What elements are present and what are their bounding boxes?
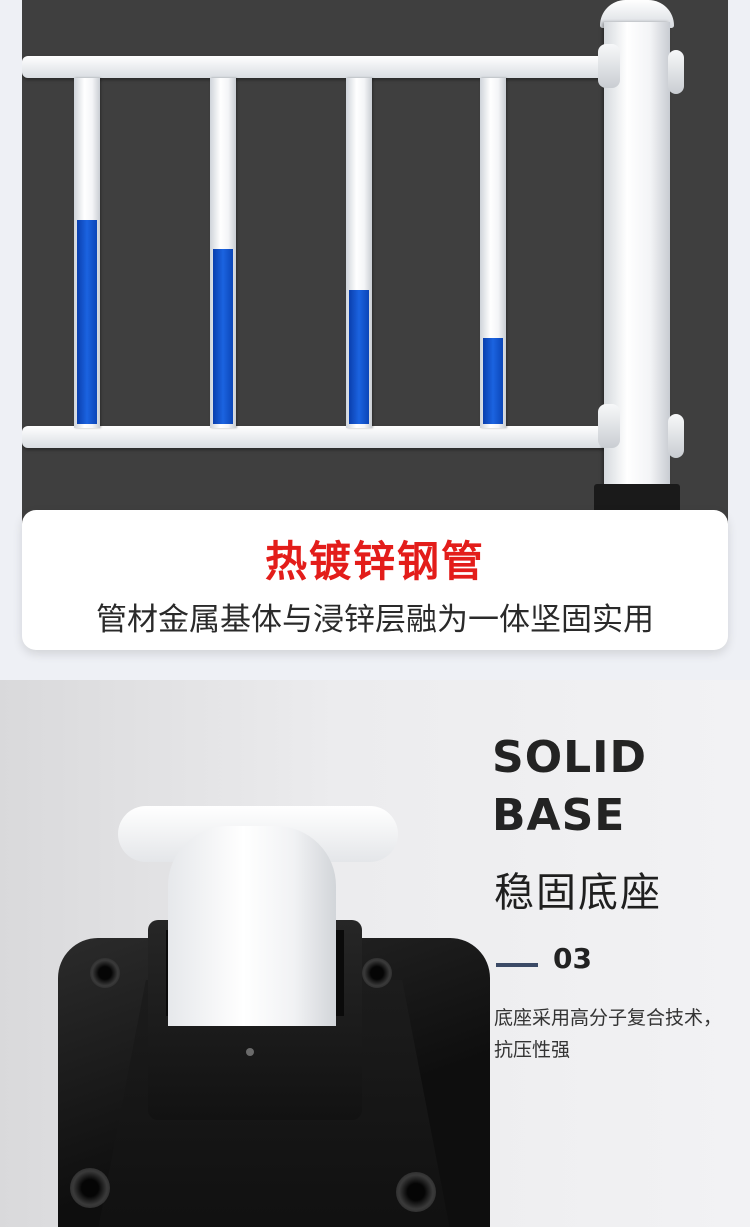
base-title-en-line1: SOLID [492, 732, 648, 783]
post-foot [594, 484, 680, 514]
post-lug [598, 404, 620, 448]
fence-bar [346, 78, 372, 428]
pipe-subtitle: 管材金属基体与浸锌层融为一体坚固实用 [96, 602, 654, 638]
number-divider [496, 963, 538, 967]
bolt-hole [70, 1168, 110, 1208]
base-description: 底座采用高分子复合技术，抗压性强 [494, 1007, 723, 1061]
post-lug [668, 414, 684, 458]
reflective-strip [213, 249, 233, 424]
bolt-hole [396, 1172, 436, 1212]
reflective-strip [349, 290, 369, 424]
socket-hole [246, 1048, 254, 1056]
top-rail [22, 56, 612, 78]
pipe-info-card: 热镀锌钢管 管材金属基体与浸锌层融为一体坚固实用 [22, 510, 728, 650]
pipe-title: 热镀锌钢管 [264, 537, 485, 586]
fence-bar [210, 78, 236, 428]
base-title-en: SOLID BASE [492, 732, 647, 842]
reflective-strip [77, 220, 97, 424]
fence-bar [480, 78, 506, 428]
fence-photo [22, 0, 728, 560]
base-title-zh: 稳固底座 [494, 870, 662, 916]
reflective-strip [483, 338, 503, 424]
post-lug [668, 50, 684, 94]
feature-number: 03 [553, 942, 592, 975]
bolt-hole [90, 958, 120, 988]
fence-bar [74, 78, 100, 428]
post-lug [598, 44, 620, 88]
base-title-en-line2: BASE [492, 790, 626, 841]
solid-base-section: SOLID BASE 稳固底座 03 底座采用高分子复合技术，抗压性强 [0, 680, 750, 1227]
galvanized-pipe-section: 热镀锌钢管 管材金属基体与浸锌层融为一体坚固实用 [22, 0, 728, 650]
bolt-hole [362, 958, 392, 988]
base-pipe-vertical [168, 826, 336, 1026]
bottom-rail [22, 426, 612, 448]
